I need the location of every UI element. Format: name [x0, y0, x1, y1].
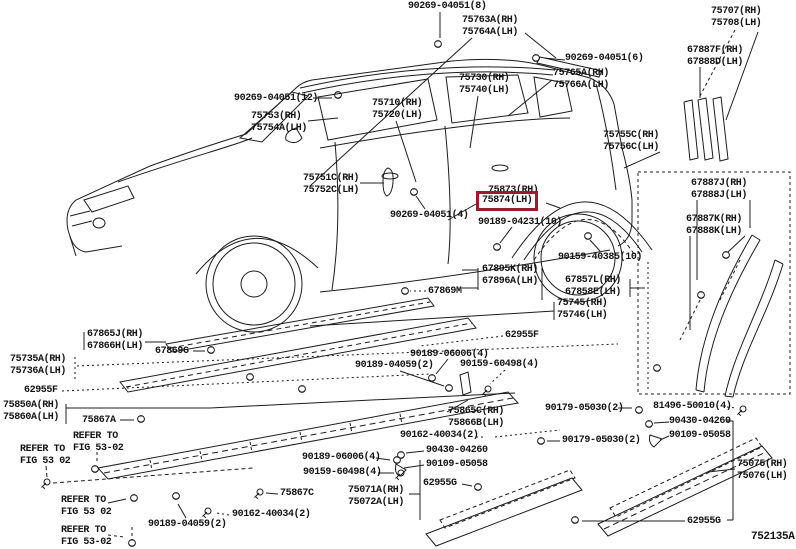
part-label: 75751C(RH) 75752C(LH): [303, 173, 360, 196]
part-label: 75873(RH): [488, 185, 539, 196]
part-label: 90189-06006(4): [302, 452, 381, 463]
part-sketches: [97, 96, 773, 547]
part-label: 90269-04051(4): [390, 210, 469, 221]
part-label: 81496-50010(4): [653, 401, 732, 412]
part-label: 75753(RH) 75754A(LH): [251, 111, 308, 134]
part-label: 62955G: [423, 478, 457, 489]
figure-reference: REFER TO FIG 53 02: [61, 495, 112, 518]
part-label: 62955F: [24, 385, 58, 396]
part-label: 75707(RH) 75708(LH): [711, 6, 762, 29]
part-label: 62955G: [687, 516, 721, 527]
part-label: 75765A(RH) 75766A(LH): [553, 68, 610, 91]
part-label: 90109-05058: [669, 430, 731, 441]
part-label: 75867A: [82, 415, 116, 426]
part-label: 75735A(RH) 75736A(LH): [10, 354, 67, 377]
part-label: 90189-04059(2): [148, 519, 227, 530]
part-label: 75755C(RH) 75756C(LH): [603, 130, 660, 153]
part-label: 75071A(RH) 75072A(LH): [348, 485, 405, 508]
part-label: 67887J(RH) 67888J(LH): [691, 178, 748, 201]
part-label: 75745(RH) 75746(LH): [557, 298, 608, 321]
part-label: 90269-04051(12): [234, 93, 319, 104]
figure-reference: REFER TO FIG 53-02: [61, 525, 112, 548]
diagram-code: 752135A: [751, 531, 795, 543]
part-label: 90269-04051(6): [565, 53, 644, 64]
figure-reference: REFER TO FIG 53 02: [20, 444, 71, 467]
part-label: 90159-60498(4): [303, 467, 382, 478]
part-label: 90162-40034(2): [400, 430, 479, 441]
part-label: 67865J(RH) 67866H(LH): [87, 329, 144, 352]
part-label: 62955F: [505, 330, 539, 341]
part-label: 90179-05030(2): [545, 403, 624, 414]
part-label: 90109-05058: [426, 459, 488, 470]
part-label: 75763A(RH) 75764A(LH): [462, 15, 519, 38]
part-label: 90189-06006(4): [410, 349, 489, 360]
part-label: 75075(RH) 75076(LH): [737, 459, 788, 482]
part-label-highlighted: 75874(LH): [482, 195, 533, 206]
dashed-detail-box: [637, 171, 791, 398]
part-label: 75867C: [280, 488, 314, 499]
part-label: 90430-04260: [669, 416, 731, 427]
part-label: 75850A(RH) 75860A(LH): [3, 400, 60, 423]
part-label: 67857L(RH) 67858E(LH): [565, 275, 622, 298]
part-label: 67887F(RH) 67888D(LH): [687, 45, 744, 68]
part-label: 90269-04051(8): [408, 1, 487, 12]
highlighted-part-box: 75874(LH): [476, 191, 539, 211]
part-label: 90159-40385(10): [558, 252, 643, 263]
part-label: 75865C(RH) 75866B(LH): [448, 406, 505, 429]
leader-lines: [45, 12, 759, 540]
part-label: 75710(RH) 75720(LH): [372, 98, 423, 121]
part-label: 90430-04260: [426, 445, 488, 456]
part-label: 90159-60498(4): [460, 359, 539, 370]
part-label: 90189-04059(2): [355, 360, 434, 371]
figure-reference: REFER TO FIG 53-02: [73, 431, 124, 454]
part-label: 75730(RH) 75740(LH): [459, 73, 510, 96]
part-label: 67887K(RH) 67888K(LH): [686, 214, 743, 237]
part-label: 90179-05030(2): [562, 435, 641, 446]
part-label: 67869G: [155, 346, 189, 357]
part-label: 67895K(RH) 67896A(LH): [482, 264, 539, 287]
part-label: 90162-40034(2): [232, 509, 311, 520]
part-label: 90189-04231(10): [478, 217, 563, 228]
part-label: 67869M: [428, 286, 462, 297]
